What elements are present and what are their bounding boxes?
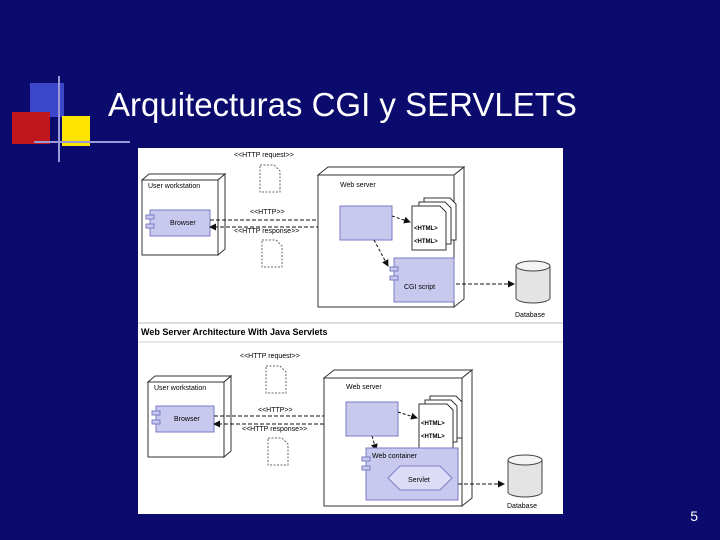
- servlet-webserver-node-top: [322, 369, 474, 379]
- cgi-server-component: [339, 205, 393, 241]
- servlet-workstation-label: User workstation: [154, 385, 206, 392]
- cgi-browser-port-2: [145, 223, 155, 229]
- servlet-database-icon: [507, 460, 543, 498]
- cgi-browser-component: [149, 209, 211, 237]
- deco-red-block: [12, 112, 50, 144]
- page-number: 5: [690, 508, 698, 524]
- slide-title: Arquitecturas CGI y SERVLETS: [108, 86, 577, 123]
- servlet-diagram: Web Server Architecture With Java Servle…: [138, 327, 563, 510]
- cgi-webserver-label: Web server: [340, 182, 376, 189]
- servlet-response-document-icon: [267, 437, 289, 466]
- cgi-database-icon: [515, 266, 551, 304]
- servlet-http-request-label: <<HTTP request>>: [240, 353, 300, 360]
- cgi-workstation-label: User workstation: [148, 183, 200, 190]
- cgi-script-component: [393, 257, 455, 303]
- servlet-browser-port-2: [151, 419, 161, 425]
- servlet-diagram-heading: Web Server Architecture With Java Servle…: [141, 327, 328, 337]
- servlet-request-document-icon: [265, 365, 287, 394]
- cgi-workstation-node-top: [140, 173, 227, 181]
- cgi-webserver-node-top: [316, 166, 466, 176]
- servlet-component: [387, 465, 453, 491]
- servlet-database-label: Database: [507, 503, 537, 510]
- architecture-diagrams: <<HTTP request>> User workstation Browse…: [138, 152, 563, 510]
- cgi-database-label: Database: [515, 312, 545, 319]
- servlet-webserver-label: Web server: [346, 384, 382, 391]
- servlet-workstation-node-top: [146, 375, 233, 383]
- cgi-http-response-label: <<HTTP response>>: [234, 228, 299, 235]
- cgi-request-document-icon: [259, 164, 281, 193]
- cgi-script-label: CGI script: [404, 284, 435, 291]
- cgi-html-label-1: <HTML>: [414, 226, 438, 232]
- cgi-diagram: <<HTTP request>> User workstation Browse…: [140, 152, 551, 319]
- servlet-http-label: <<HTTP>>: [258, 407, 293, 414]
- web-container-label: Web container: [372, 453, 418, 460]
- servlet-browser-port-1: [151, 410, 161, 416]
- cgi-database-top: [515, 260, 551, 272]
- cgi-response-document-icon: [261, 239, 283, 268]
- deco-vertical-line: [58, 76, 60, 162]
- servlet-html-label-1: <HTML>: [421, 421, 445, 427]
- servlet-html-label-2: <HTML>: [421, 434, 445, 440]
- servlet-browser-label: Browser: [174, 416, 200, 423]
- servlet-http-response-label: <<HTTP response>>: [242, 426, 307, 433]
- cgi-script-port-2: [389, 275, 399, 281]
- web-container-port-2: [361, 465, 371, 471]
- cgi-http-label: <<HTTP>>: [250, 209, 285, 216]
- architecture-figure: <<HTTP request>> User workstation Browse…: [138, 148, 563, 514]
- servlet-webserver-node-side: [461, 368, 473, 508]
- servlet-label: Servlet: [408, 477, 430, 484]
- servlet-server-to-html-arrow: [397, 411, 418, 420]
- servlet-server-component: [345, 401, 399, 437]
- web-container-port-1: [361, 456, 371, 462]
- cgi-server-to-html-arrow: [391, 215, 411, 224]
- cgi-script-port-1: [389, 266, 399, 272]
- servlet-html-page: [418, 403, 454, 449]
- cgi-html-page: [411, 205, 447, 251]
- cgi-browser-label: Browser: [170, 220, 196, 227]
- cgi-html-label-2: <HTML>: [414, 239, 438, 245]
- servlet-browser-component: [155, 405, 215, 433]
- servlet-database-top: [507, 454, 543, 466]
- deco-horizontal-line: [34, 141, 130, 143]
- cgi-workstation-node-side: [217, 172, 226, 257]
- cgi-browser-port-1: [145, 214, 155, 220]
- cgi-http-request-label: <<HTTP request>>: [234, 152, 294, 159]
